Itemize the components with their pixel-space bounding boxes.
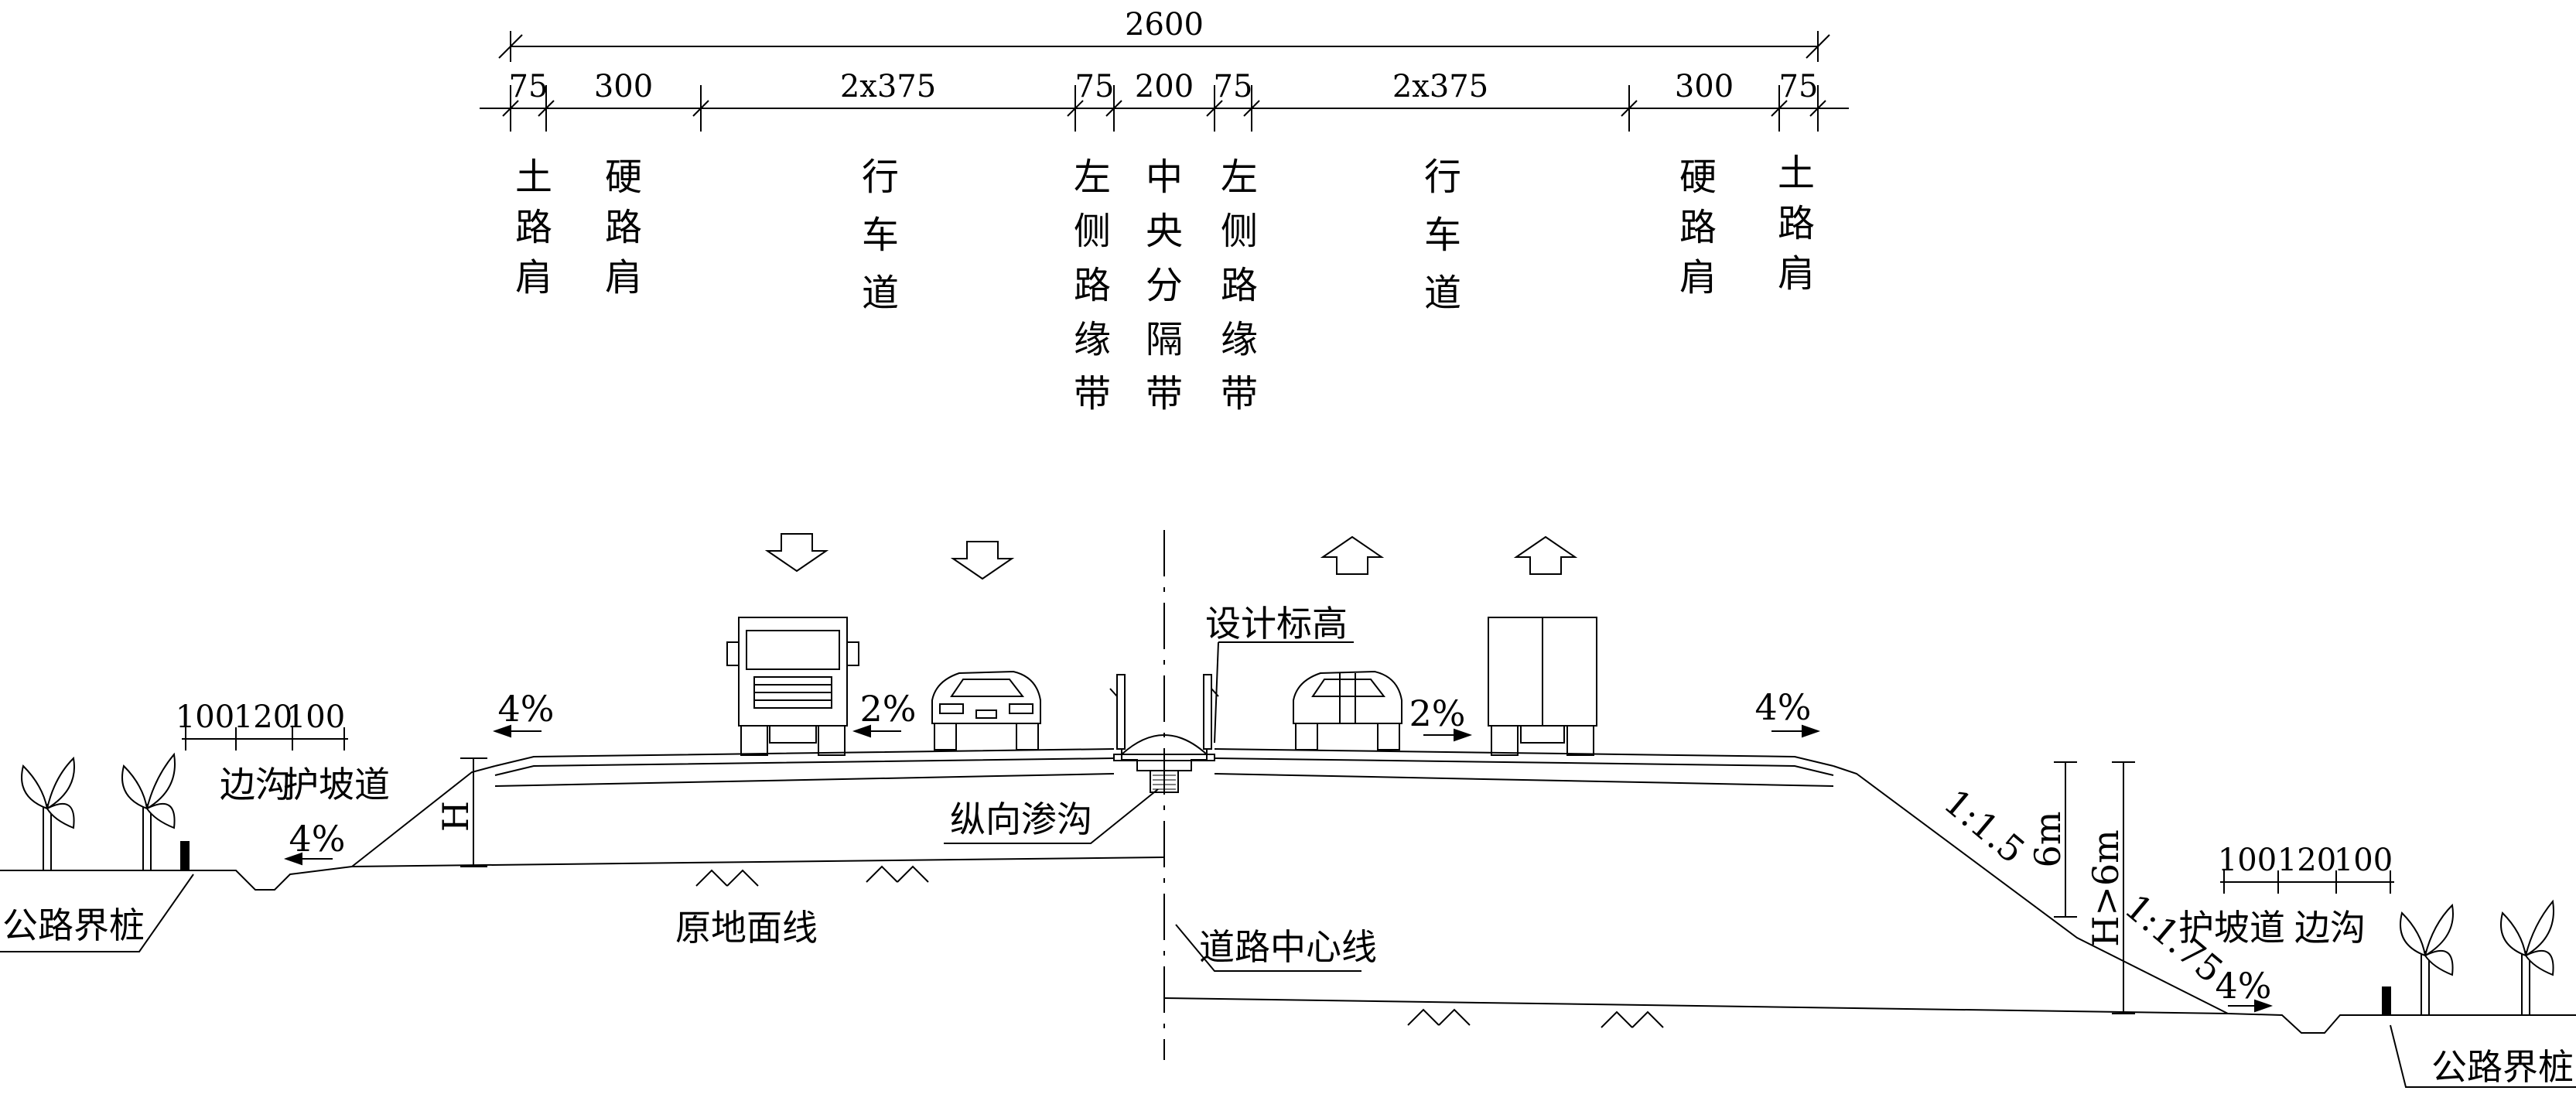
- lane-label-7-char-2: 肩: [1679, 256, 1717, 299]
- seg-dim-4: 75: [1075, 69, 1115, 104]
- lane-label-0-char-2: 肩: [515, 256, 552, 299]
- height-gt6m-label: H>6m: [2085, 829, 2127, 947]
- lane-label-3-char-3: 缘: [1074, 318, 1111, 361]
- lane-label-5-char-1: 侧: [1221, 210, 1258, 253]
- lane-label-3-char-4: 带: [1074, 372, 1111, 415]
- arrow-up-icon: [1320, 535, 1385, 575]
- right-side-dimensions: [2220, 870, 2394, 894]
- arrow-up-icon: [1513, 535, 1578, 575]
- lane-label-2-char-1: 车: [862, 214, 899, 257]
- lane-label-3-char-2: 路: [1074, 264, 1111, 307]
- lane-label-8-char-2: 肩: [1778, 252, 1815, 296]
- left-ditch-label: 边沟: [220, 764, 291, 805]
- lane-label-4-char-0: 中: [1146, 156, 1183, 199]
- lane-label-4-char-1: 央: [1146, 210, 1183, 253]
- seg-dim-8: 300: [1675, 69, 1734, 104]
- height-6m-label: 6m: [2027, 812, 2069, 868]
- lane-label-2-char-0: 行: [862, 156, 899, 199]
- height-dimensions: [460, 757, 2135, 1014]
- lane-label-1-char-0: 硬: [605, 156, 642, 199]
- direction-arrows: [764, 533, 1578, 580]
- longitudinal-drain-label: 纵向渗沟: [950, 798, 1092, 840]
- slope-right-lane: 2%: [1409, 692, 1466, 734]
- road-centerline-label: 道路中心线: [1199, 926, 1377, 968]
- boundary-marker-right-label: 公路界桩: [2431, 1046, 2574, 1088]
- slope-ratio-1-label: 1:1.5: [1936, 781, 2033, 871]
- lane-labels: 土 路 肩 硬 路 肩 行 车 道 左 侧 路 缘 带 中 央 分 隔 带 左 …: [515, 152, 1815, 415]
- lane-label-4-char-4: 带: [1146, 372, 1183, 415]
- lane-label-4-char-2: 分: [1146, 264, 1183, 307]
- lane-label-5-char-0: 左: [1221, 156, 1258, 199]
- lane-label-8-char-1: 路: [1778, 202, 1815, 245]
- lane-label-1-char-1: 路: [605, 206, 642, 249]
- left-side-profile: [0, 841, 353, 891]
- seg-dim-9: 75: [1779, 69, 1819, 104]
- slope-left-berm: 4%: [289, 818, 346, 860]
- design-elevation-label: 设计标高: [1205, 603, 1348, 645]
- total-dimension: [498, 31, 1830, 62]
- lane-label-8-char-0: 土: [1778, 152, 1815, 195]
- lane-label-6-char-1: 车: [1424, 214, 1461, 257]
- palm-tree-icon: [121, 752, 176, 871]
- slope-arrows: [283, 724, 2274, 1013]
- seg-dim-2: 300: [594, 69, 653, 104]
- lane-label-5-char-4: 带: [1221, 372, 1258, 415]
- slope-right-shoulder: 4%: [1755, 686, 1812, 728]
- lane-label-6-char-0: 行: [1424, 156, 1461, 199]
- palm-tree-icon: [21, 756, 75, 871]
- arrow-down-icon: [950, 541, 1015, 580]
- segment-dimension-labels: 75 300 2x375 75 200 75 2x375 300 75: [509, 69, 1819, 104]
- slope-left-lane: 2%: [860, 688, 917, 730]
- lane-label-3-char-0: 左: [1074, 156, 1111, 199]
- lane-label-3-char-1: 侧: [1074, 210, 1111, 253]
- right-berm-label: 护坡道: [2178, 907, 2285, 949]
- leader-lines: [0, 641, 2576, 1088]
- seg-dim-5: 200: [1135, 69, 1194, 104]
- left-side-dimensions: [182, 727, 348, 751]
- slope-left-shoulder: 4%: [498, 688, 555, 730]
- car-right: [1293, 670, 1402, 751]
- palm-tree-icon: [2500, 899, 2554, 1016]
- ground-hatching: [695, 865, 1664, 1028]
- palm-tree-icon: [2400, 903, 2454, 1016]
- lane-label-6-char-2: 道: [1424, 272, 1461, 315]
- original-ground-label: 原地面线: [675, 907, 818, 949]
- left-berm-label: 护坡道: [283, 764, 390, 805]
- roadway-surface: [351, 674, 2229, 1014]
- seg-dim-1: 75: [509, 69, 548, 104]
- arrow-down-icon: [764, 533, 829, 573]
- right-ditch-label: 边沟: [2294, 907, 2366, 949]
- segment-dimension-line: [480, 85, 1849, 132]
- lane-label-1-char-2: 肩: [605, 256, 642, 299]
- lane-label-7-char-0: 硬: [1679, 156, 1717, 199]
- lane-label-4-char-3: 隔: [1146, 318, 1183, 361]
- truck-left: [726, 617, 859, 756]
- seg-dim-7: 2x375: [1392, 69, 1488, 104]
- lane-label-0-char-0: 土: [515, 156, 552, 199]
- lane-label-5-char-3: 缘: [1221, 318, 1258, 361]
- lane-label-7-char-1: 路: [1679, 206, 1717, 249]
- height-h-label: H: [435, 801, 477, 832]
- left-side-dim-3: 100: [286, 699, 345, 735]
- right-side-dim-2: 120: [2277, 843, 2336, 878]
- lane-label-0-char-1: 路: [515, 206, 552, 249]
- left-side-dim-1: 100: [176, 699, 234, 735]
- right-side-dim-1: 100: [2218, 843, 2277, 878]
- seg-dim-6: 75: [1214, 69, 1253, 104]
- seg-dim-3: 2x375: [840, 69, 936, 104]
- lane-label-2-char-2: 道: [862, 272, 899, 315]
- lane-label-5-char-2: 路: [1221, 264, 1258, 307]
- slope-right-berm: 4%: [2216, 965, 2272, 1007]
- boundary-marker-left-label: 公路界桩: [2, 904, 145, 946]
- right-side-dim-3: 100: [2334, 843, 2393, 878]
- left-side-dim-2: 120: [234, 699, 292, 735]
- right-side-profile: [2227, 986, 2576, 1034]
- truck-right: [1488, 617, 1597, 756]
- car-left: [931, 670, 1041, 751]
- total-dimension-label: 2600: [1125, 7, 1204, 43]
- drain-hatch: [1153, 774, 1176, 790]
